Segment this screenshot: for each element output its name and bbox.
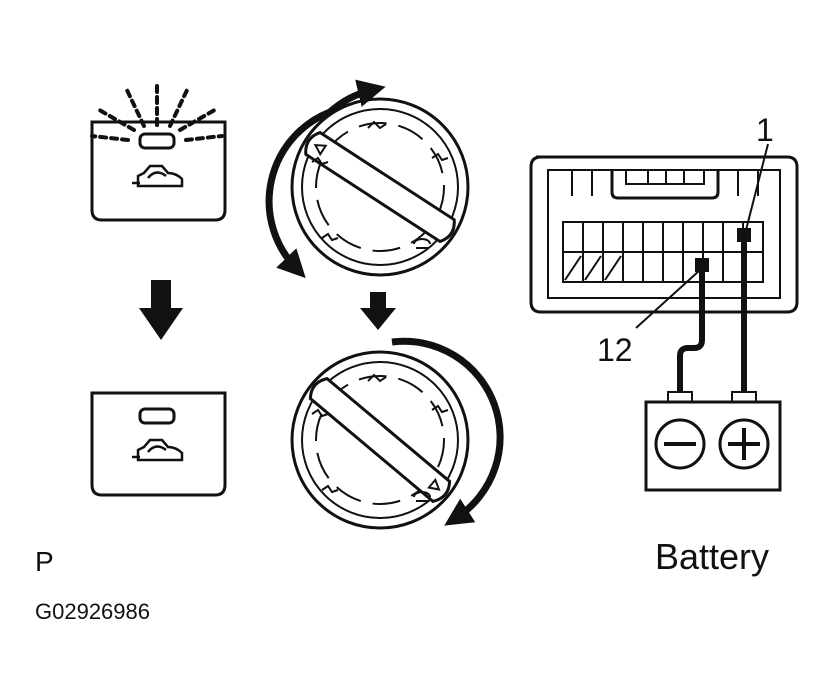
pin-12-label: 12 bbox=[597, 332, 633, 368]
rotate-ccw-arrow-icon bbox=[265, 108, 332, 279]
pin-1-label: 1 bbox=[756, 112, 774, 148]
negative-wire bbox=[677, 270, 705, 392]
face-vent-icon bbox=[367, 120, 387, 130]
indicator-light-off bbox=[138, 407, 176, 425]
car-recirculation-icon bbox=[132, 438, 184, 462]
defrost-icon bbox=[413, 238, 431, 249]
rotate-cw-arrow-icon bbox=[327, 79, 386, 115]
view-code-label: P bbox=[35, 546, 54, 577]
light-rays-icon bbox=[90, 82, 224, 142]
down-arrow-icon bbox=[139, 280, 183, 340]
dial-knob bbox=[304, 130, 456, 244]
bi-level-icon bbox=[311, 156, 329, 166]
mode-dial-bottom bbox=[290, 337, 504, 530]
terminal-1 bbox=[737, 228, 751, 242]
face-vent-icon bbox=[367, 373, 387, 383]
terminal-12 bbox=[695, 258, 709, 272]
foot-defrost-icon bbox=[431, 152, 449, 162]
foot-vent-icon bbox=[321, 232, 339, 242]
leader-line-12 bbox=[635, 269, 701, 329]
rotate-cw-arrow-icon bbox=[391, 337, 504, 526]
mode-dial-top bbox=[265, 79, 470, 279]
ac-panel-lit bbox=[90, 82, 227, 222]
leader-line-1 bbox=[745, 143, 769, 231]
ac-panel-unlit bbox=[90, 391, 227, 497]
dial-knob bbox=[308, 376, 452, 504]
connector bbox=[529, 155, 799, 314]
battery bbox=[644, 391, 782, 492]
indicator-light-on bbox=[138, 132, 176, 150]
car-recirculation-icon bbox=[132, 164, 184, 188]
foot-defrost-icon bbox=[431, 404, 449, 414]
down-arrow-icon bbox=[360, 292, 396, 330]
defrost-icon bbox=[413, 491, 431, 502]
figure-id: G02926986 bbox=[35, 599, 150, 624]
bi-level-icon bbox=[311, 408, 329, 418]
battery-label: Battery bbox=[655, 536, 770, 577]
foot-vent-icon bbox=[321, 484, 339, 494]
